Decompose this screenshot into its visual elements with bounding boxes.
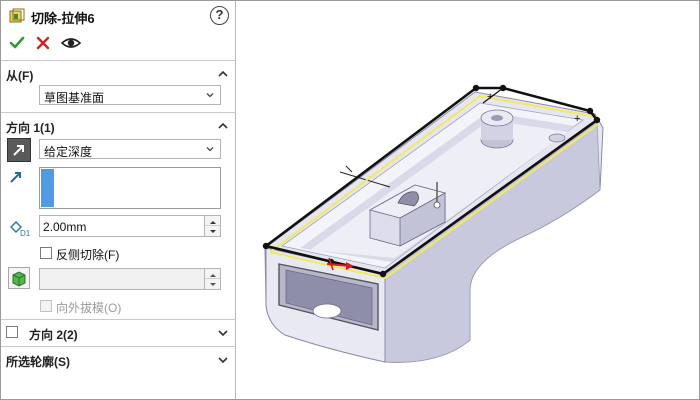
direction-reference-listbox[interactable] bbox=[39, 167, 221, 209]
reverse-direction-icon[interactable] bbox=[7, 138, 31, 162]
block-u-slot bbox=[397, 191, 419, 207]
sketch-line bbox=[482, 87, 504, 104]
ok-checkmark-icon[interactable] bbox=[8, 34, 26, 52]
part-model-view[interactable]: + + bbox=[238, 1, 699, 399]
flip-side-to-cut-box[interactable] bbox=[40, 247, 52, 259]
direction-arrowhead[interactable] bbox=[346, 262, 354, 270]
selected-edge-front[interactable] bbox=[269, 123, 599, 280]
from-section-title: 从(F) bbox=[6, 69, 34, 83]
depth-value: 2.00mm bbox=[43, 220, 87, 234]
cancel-x-icon[interactable] bbox=[34, 34, 52, 52]
sketch-point[interactable] bbox=[262, 242, 270, 250]
eye-icon[interactable] bbox=[61, 35, 81, 51]
chevron-down-icon[interactable] bbox=[217, 354, 229, 366]
direction2-section-header[interactable]: 方向 2(2) bbox=[1, 321, 236, 345]
pin-base bbox=[433, 201, 441, 209]
flip-side-to-cut-checkbox[interactable]: 反侧切除(F) bbox=[40, 245, 190, 262]
direction-handle[interactable] bbox=[328, 257, 334, 271]
dimension-tick bbox=[345, 165, 353, 173]
graphics-viewport[interactable]: + + bbox=[238, 1, 699, 399]
origin-marker: + bbox=[574, 113, 580, 125]
start-condition-select[interactable]: 草图基准面 bbox=[39, 85, 221, 105]
chevron-up-icon[interactable] bbox=[217, 120, 229, 132]
direction1-section-title: 方向 1(1) bbox=[6, 121, 55, 135]
selected-edge-back[interactable] bbox=[269, 94, 598, 253]
divider bbox=[1, 319, 236, 320]
help-button[interactable]: ? bbox=[210, 6, 229, 25]
direction2-checkbox[interactable] bbox=[6, 326, 18, 338]
selection-highlight bbox=[41, 169, 54, 207]
dimension-line bbox=[339, 171, 391, 188]
depth-increment-button[interactable] bbox=[204, 216, 220, 226]
depth-input[interactable]: 2.00mm bbox=[39, 215, 221, 237]
panel-title-row: 切除-拉伸6 ? bbox=[1, 1, 236, 31]
sketch-point[interactable] bbox=[472, 84, 480, 92]
draft-increment-button bbox=[204, 269, 220, 279]
end-condition-value: 给定深度 bbox=[44, 145, 93, 159]
chevron-up-icon[interactable] bbox=[217, 68, 229, 80]
draft-decrement-button bbox=[204, 279, 220, 289]
selected-contours-section-title: 所选轮廓(S) bbox=[6, 355, 70, 369]
direction2-section-title: 方向 2(2) bbox=[29, 328, 78, 342]
opening-interior bbox=[285, 269, 373, 326]
part-side-face bbox=[384, 121, 601, 363]
flip-side-to-cut-label: 反侧切除(F) bbox=[56, 248, 120, 262]
from-section-header[interactable]: 从(F) bbox=[1, 62, 236, 86]
direction1-section-header[interactable]: 方向 1(1) bbox=[1, 114, 236, 138]
property-manager-panel: 切除-拉伸6 ? 从(F) 草图基准面 方向 1(1) bbox=[1, 1, 236, 399]
sketch-point[interactable] bbox=[379, 270, 387, 278]
small-boss bbox=[548, 133, 566, 143]
divider bbox=[1, 346, 236, 347]
action-bar bbox=[1, 32, 236, 54]
sketch-point[interactable] bbox=[593, 116, 601, 124]
draft-angle-input bbox=[39, 268, 221, 290]
draft-icon[interactable] bbox=[8, 267, 30, 289]
origin-marker: + bbox=[487, 91, 493, 103]
chevron-down-icon bbox=[206, 93, 214, 98]
end-condition-select[interactable]: 给定深度 bbox=[39, 139, 221, 159]
extruded-cut-icon bbox=[9, 8, 25, 23]
sketch-point[interactable] bbox=[586, 107, 594, 115]
chevron-down-icon[interactable] bbox=[217, 327, 229, 339]
draft-outward-box bbox=[40, 300, 52, 312]
sketch-point[interactable] bbox=[499, 84, 507, 92]
draft-outward-checkbox: 向外拔模(O) bbox=[40, 298, 190, 315]
selected-contours-section-header[interactable]: 所选轮廓(S) bbox=[1, 348, 236, 372]
start-condition-value: 草图基准面 bbox=[44, 91, 105, 105]
direction-arrow-icon[interactable] bbox=[7, 168, 25, 186]
block-side bbox=[399, 192, 446, 247]
chevron-down-icon bbox=[206, 147, 214, 152]
divider bbox=[1, 60, 236, 61]
page-title: 切除-拉伸6 bbox=[31, 11, 95, 26]
svg-text:D1: D1 bbox=[20, 229, 31, 238]
depth-decrement-button[interactable] bbox=[204, 226, 220, 236]
divider bbox=[1, 112, 236, 113]
interior-slot bbox=[312, 303, 342, 319]
depth-dimension-icon: D1 bbox=[10, 221, 31, 238]
draft-outward-label: 向外拔模(O) bbox=[56, 301, 122, 315]
boss-hole bbox=[491, 115, 503, 121]
